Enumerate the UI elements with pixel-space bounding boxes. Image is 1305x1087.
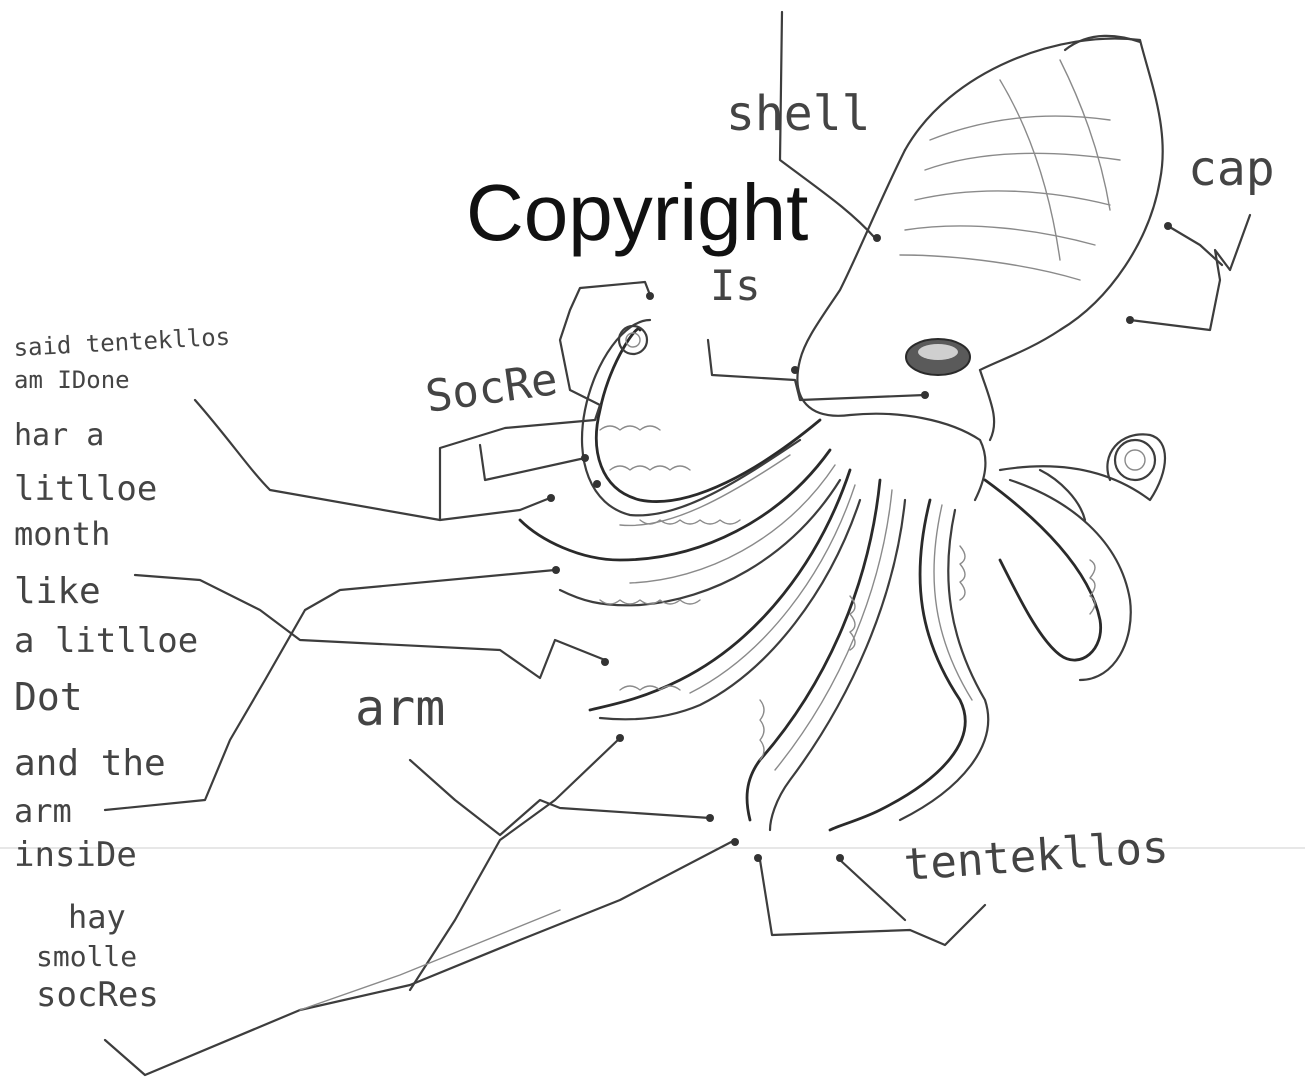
label-arm: arm — [355, 679, 445, 737]
note-line: a litlloe — [14, 621, 198, 661]
note-line: am IDone — [14, 366, 130, 394]
label-is: Is — [710, 261, 761, 310]
octopus-tentacles — [520, 320, 1165, 830]
note-line: har a — [14, 418, 104, 453]
note-line: arm — [14, 792, 72, 830]
copyright-watermark: Copyright — [466, 168, 808, 257]
note-line: and the — [14, 743, 166, 784]
note-line: litlloe — [14, 469, 157, 509]
handwritten-note: said tentekllos am IDone har a litlloe m… — [13, 323, 231, 1015]
note-line: hay — [68, 898, 126, 936]
note-line: Dot — [14, 675, 83, 719]
note-line: like — [14, 571, 101, 612]
note-line: insiDe — [14, 835, 137, 875]
note-line: socRes — [36, 975, 159, 1015]
note-line: month — [14, 515, 110, 553]
note-line: said tentekllos — [13, 323, 231, 362]
label-tentacles: tentekllos — [902, 822, 1170, 891]
note-line: smolle — [36, 940, 137, 973]
label-shell: shell — [726, 86, 871, 142]
label-socre: SocRe — [422, 354, 560, 423]
label-cap: cap — [1188, 141, 1275, 197]
